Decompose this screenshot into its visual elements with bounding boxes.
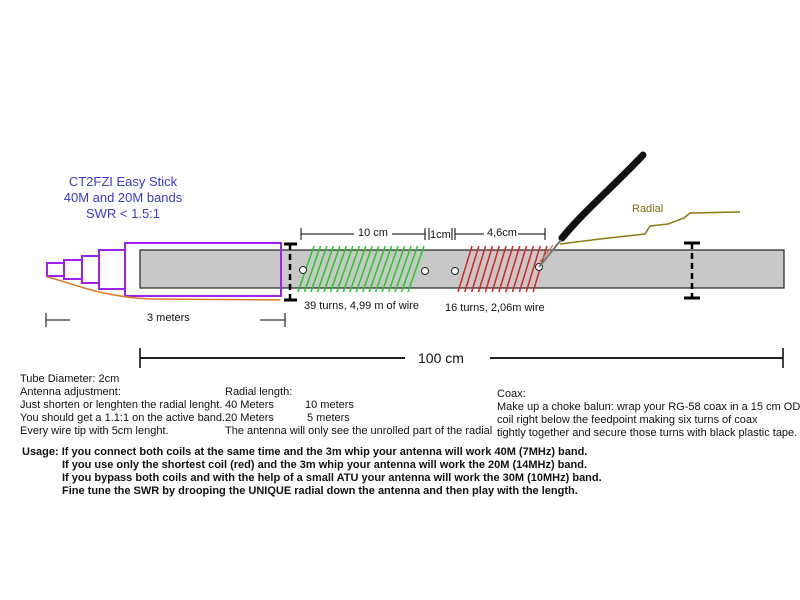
coil-turn bbox=[470, 245, 487, 293]
coil-40m-turns-label: 39 turns, 4,99 m of wire bbox=[304, 300, 419, 312]
tube-length-label: 100 cm bbox=[418, 350, 464, 366]
coil-turn bbox=[303, 245, 322, 293]
tube-notes: Tube Diameter: 2cm Antenna adjustment: J… bbox=[20, 373, 225, 438]
coax-line: tightly together and secure those turns … bbox=[497, 427, 798, 439]
coil-turn bbox=[374, 245, 393, 293]
usage-line: Usage: If you connect both coils at the … bbox=[22, 446, 588, 458]
coil-turn bbox=[491, 245, 507, 293]
coil-turn bbox=[342, 245, 361, 293]
coax-line: coil right below the feedpoint making si… bbox=[497, 414, 758, 426]
coil-turn bbox=[498, 245, 514, 293]
coil-turn bbox=[464, 245, 480, 293]
length: 5 meters bbox=[307, 412, 350, 424]
title-line: CT2FZI Easy Stick bbox=[68, 174, 178, 189]
length: 10 meters bbox=[305, 399, 354, 411]
coil-turn bbox=[457, 245, 473, 293]
coil-20m-length-label: 4,6cm bbox=[487, 227, 517, 239]
pvc-tube bbox=[139, 249, 785, 289]
coil-turn bbox=[394, 245, 412, 293]
note-line: Every wire tip with 5cm lenght. bbox=[20, 425, 169, 437]
usage-line: If you bypass both coils and with the he… bbox=[62, 472, 602, 484]
coax-notes: Coax: Make up a choke balun: wrap your R… bbox=[497, 388, 800, 440]
tube-dimension bbox=[139, 348, 784, 368]
whip-clamp bbox=[284, 242, 297, 302]
coil-turn bbox=[400, 245, 419, 293]
whip-dimension bbox=[45, 313, 286, 327]
coil-turn bbox=[349, 245, 367, 293]
radial-length-note: The antenna will only see the unrolled p… bbox=[225, 425, 493, 437]
radial-length-row: 20 Meters 5 meters bbox=[225, 412, 492, 425]
usage-line: Fine tune the SWR by drooping the UNIQUE… bbox=[62, 485, 578, 497]
coil-turn bbox=[381, 245, 399, 293]
diagram-title: CT2FZI Easy Stick 40M and 20M bands SWR … bbox=[58, 174, 188, 222]
coax-cable bbox=[538, 151, 647, 268]
coil-turn bbox=[368, 245, 386, 293]
coil-turn bbox=[518, 245, 535, 293]
band: 20 Meters bbox=[225, 412, 274, 424]
coax-header: Coax: bbox=[497, 388, 526, 400]
note-line: You should get a 1.1:1 on the active ban… bbox=[20, 412, 226, 424]
coil-turn bbox=[387, 245, 406, 293]
coil-turn bbox=[511, 245, 528, 293]
coil-turn bbox=[323, 245, 341, 293]
coil-20m-turns-label: 16 turns, 2,06m wire bbox=[445, 302, 545, 314]
coil-20m-start-terminal bbox=[451, 267, 459, 275]
coil-40m-dimension bbox=[300, 228, 426, 240]
whip-length-label: 3 meters bbox=[147, 312, 190, 324]
coil-turn bbox=[484, 245, 501, 293]
tube-clamp bbox=[684, 241, 700, 300]
coil-turn bbox=[310, 245, 328, 293]
usage-line: If you use only the shortest coil (red) … bbox=[62, 459, 588, 471]
whip-wire bbox=[46, 276, 281, 301]
note-line: Tube Diameter: 2cm bbox=[20, 373, 120, 385]
coil-40m-start-terminal bbox=[299, 266, 307, 274]
radial-length-row: 40 Meters 10 meters bbox=[225, 399, 492, 412]
radial-label: Radial bbox=[632, 203, 664, 215]
title-line: SWR < 1.5:1 bbox=[85, 206, 161, 221]
radial-wire bbox=[559, 211, 741, 245]
coil-turn bbox=[525, 245, 541, 293]
coil-40m bbox=[297, 245, 425, 293]
coax-line: Make up a choke balun: wrap your RG-58 c… bbox=[497, 401, 800, 413]
coil-40m-length-label: 10 cm bbox=[358, 227, 388, 239]
note-line: Antenna adjustment: bbox=[20, 386, 121, 398]
radial-length-header: Radial length: bbox=[225, 386, 293, 398]
telescopic-whip bbox=[46, 242, 282, 297]
coil-turn bbox=[361, 245, 380, 293]
gap-dimension bbox=[428, 228, 453, 240]
coil-turn bbox=[477, 245, 494, 293]
usage-notes: Usage: If you connect both coils at the … bbox=[22, 446, 602, 498]
gap-length-label: 1cm bbox=[430, 229, 451, 241]
coil-turn bbox=[329, 245, 348, 293]
coil-turn bbox=[504, 245, 521, 293]
radial-length-table: Radial length: 40 Meters 10 meters 20 Met… bbox=[225, 386, 492, 438]
coil-turn bbox=[407, 245, 425, 293]
band: 40 Meters bbox=[225, 399, 274, 411]
coil-turn bbox=[316, 245, 335, 293]
title-line: 40M and 20M bands bbox=[63, 190, 183, 205]
coil-turn bbox=[336, 245, 354, 293]
note-line: Just shorten or lenghten the radial leng… bbox=[20, 399, 223, 411]
coil-40m-end-terminal bbox=[421, 267, 429, 275]
coil-turn bbox=[355, 245, 373, 293]
coil-20m-dimension bbox=[454, 228, 546, 240]
